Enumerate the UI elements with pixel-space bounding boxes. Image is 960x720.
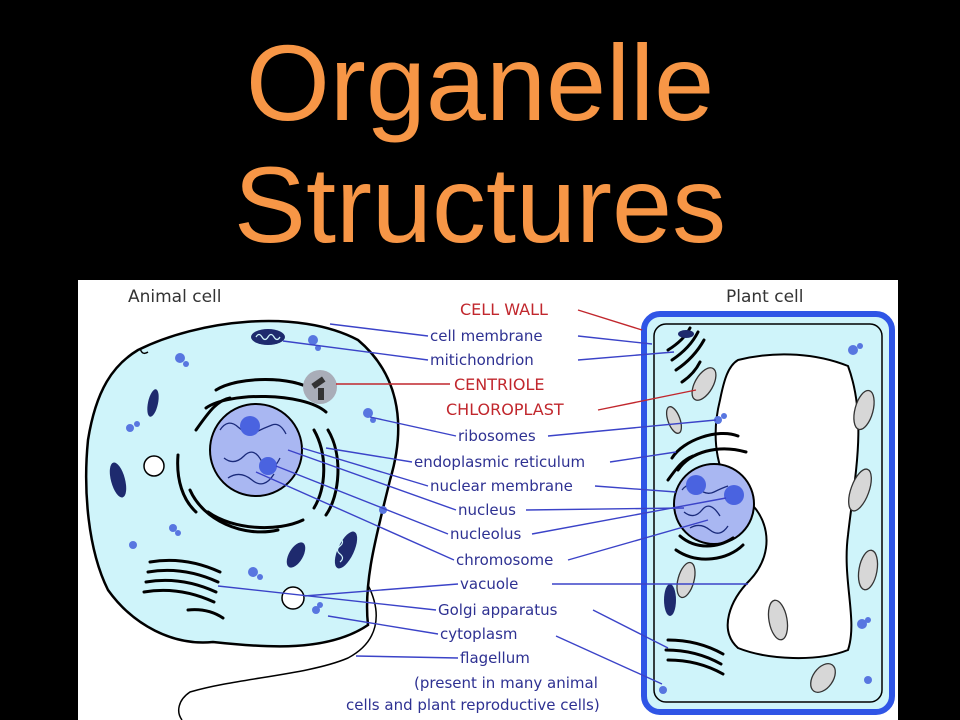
animal-golgi-apparatus [142, 558, 225, 620]
leader-nucleolus-plant [531, 497, 727, 535]
leader-cell-membrane-plant [577, 335, 653, 345]
animal-cell-heading: Animal cell [128, 287, 221, 307]
leader-nucleus [287, 449, 457, 511]
leader-er [325, 447, 413, 463]
leader-nuclear-membrane [301, 447, 429, 487]
label-vacuole: vacuole [460, 575, 518, 593]
label-ribosomes: ribosomes [458, 427, 536, 445]
leader-chromosome-plant [567, 519, 709, 561]
cell-diagram: Animal cell Plant cell CELL WALL cell me… [78, 280, 898, 720]
leader-cytoplasm-plant [555, 635, 663, 685]
plant-cell-heading: Plant cell [726, 287, 804, 307]
label-flagellum-note-2: cells and plant reproductive cells) [346, 696, 600, 714]
leader-ribosomes [369, 416, 457, 437]
diagram-labels: Animal cell Plant cell CELL WALL cell me… [128, 287, 804, 714]
leader-chloroplast [597, 389, 697, 411]
leader-vacuole [303, 583, 459, 597]
leader-nucleus-plant [525, 507, 685, 511]
leader-mitichondrion-plant [577, 351, 675, 361]
plant-golgi-apparatus [664, 326, 725, 676]
title-line-1: Organelle [245, 22, 715, 143]
slide-title: Organelle Structures [0, 22, 960, 266]
leader-lines [217, 309, 748, 685]
plant-cell [641, 311, 895, 715]
leader-nuclear-membrane-plant [594, 485, 677, 493]
leader-cell-wall [577, 309, 643, 331]
plant-cell-membrane [653, 323, 883, 703]
animal-cell [84, 319, 400, 720]
plant-nucleolus-2 [724, 485, 744, 505]
animal-vacuoles [143, 455, 305, 610]
label-flagellum: flagellum [460, 649, 530, 667]
title-line-2: Structures [233, 144, 727, 265]
label-nuclear-membrane: nuclear membrane [430, 477, 573, 495]
leader-mitichondrion [282, 340, 429, 361]
label-cell-wall: CELL WALL [460, 300, 548, 319]
animal-nucleolus-1 [240, 416, 260, 436]
leader-flagellum [355, 655, 459, 659]
label-cell-membrane: cell membrane [430, 327, 543, 345]
label-endoplasmic-reticulum: endoplasmic reticulum [414, 453, 585, 471]
plant-chloroplasts [665, 367, 879, 693]
leader-nucleolus [275, 465, 449, 535]
label-nucleolus: nucleolus [450, 525, 522, 543]
label-mitichondrion: mitichondrion [430, 351, 534, 369]
animal-centriole [303, 370, 337, 404]
label-nucleus: nucleus [458, 501, 516, 519]
animal-mitochondria [109, 329, 358, 569]
label-flagellum-note-1: (present in many animal [414, 674, 598, 692]
label-golgi-apparatus: Golgi apparatus [438, 601, 558, 619]
animal-nucleus [209, 403, 303, 497]
leader-cell-membrane [329, 323, 429, 337]
animal-flagellum [177, 584, 377, 720]
plant-ribosomes [659, 343, 872, 694]
label-chloroplast: CHLOROPLAST [446, 400, 564, 419]
leader-golgi-plant [592, 609, 669, 649]
leader-cytoplasm [327, 615, 439, 635]
label-centriole: CENTRIOLE [454, 375, 544, 394]
leader-er-plant [609, 451, 677, 463]
leader-chromosome [255, 471, 455, 561]
label-cytoplasm: cytoplasm [440, 625, 518, 643]
leader-golgi [217, 585, 437, 611]
plant-endoplasmic-reticulum [666, 431, 748, 561]
leader-ribosomes-plant [547, 419, 717, 437]
plant-mitochondria [664, 330, 694, 616]
label-chromosome: chromosome [456, 551, 553, 569]
plant-nucleolus-1 [686, 475, 706, 495]
animal-membrane-notch [139, 347, 149, 355]
animal-nucleolus-2 [259, 457, 277, 475]
plant-nucleus [673, 463, 755, 545]
